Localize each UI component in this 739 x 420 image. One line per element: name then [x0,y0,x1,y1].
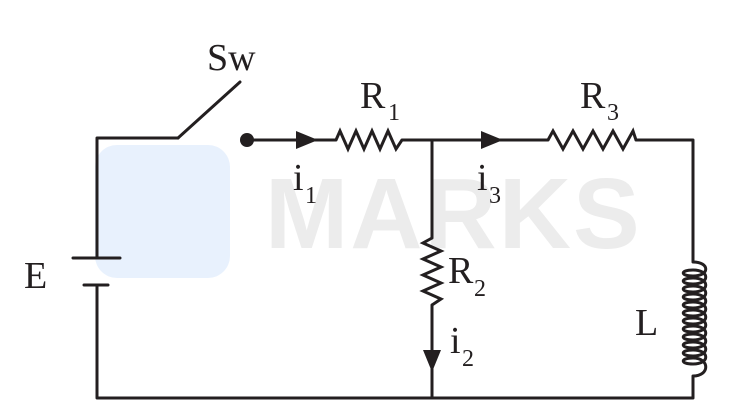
label-r1: R 1 [360,75,400,126]
label-r1-main: R [360,75,386,117]
label-r2-sub: 2 [474,276,486,302]
label-r1-sub: 1 [388,100,400,126]
label-i2: i 2 [450,320,474,372]
label-inductor: L [635,302,658,344]
resistor-r2 [419,236,445,307]
label-i1: i 1 [293,157,317,209]
label-i1-sub: 1 [305,183,317,209]
wire-right-top [634,138,695,264]
label-r2: R 2 [448,250,486,302]
switch [176,80,254,147]
wire-right-bottom [95,283,695,400]
wire-left-top [95,136,180,260]
label-r3: R 3 [580,75,619,126]
label-r3-main: R [580,75,606,117]
label-switch: Sw [207,37,256,79]
label-battery: E [24,255,47,297]
arrow-i3 [481,131,503,149]
label-i2-main: i [450,320,461,362]
label-i3: i 3 [477,157,501,209]
label-i3-main: i [477,157,488,199]
switch-blade [176,80,242,140]
switch-contact [240,133,254,147]
label-i3-sub: 3 [489,183,501,209]
inductor-l [681,260,708,378]
label-r2-main: R [448,250,474,292]
label-r3-sub: 3 [607,100,619,126]
resistor-r3 [546,127,638,153]
watermark: MARKS [95,145,642,278]
arrow-i2 [423,350,441,372]
watermark-text: MARKS [265,158,642,270]
battery [71,256,122,287]
label-i2-sub: 2 [462,346,474,372]
watermark-logo [95,145,230,278]
label-i1-main: i [293,157,304,199]
arrow-i1 [296,131,318,149]
resistor-r1 [334,127,404,153]
